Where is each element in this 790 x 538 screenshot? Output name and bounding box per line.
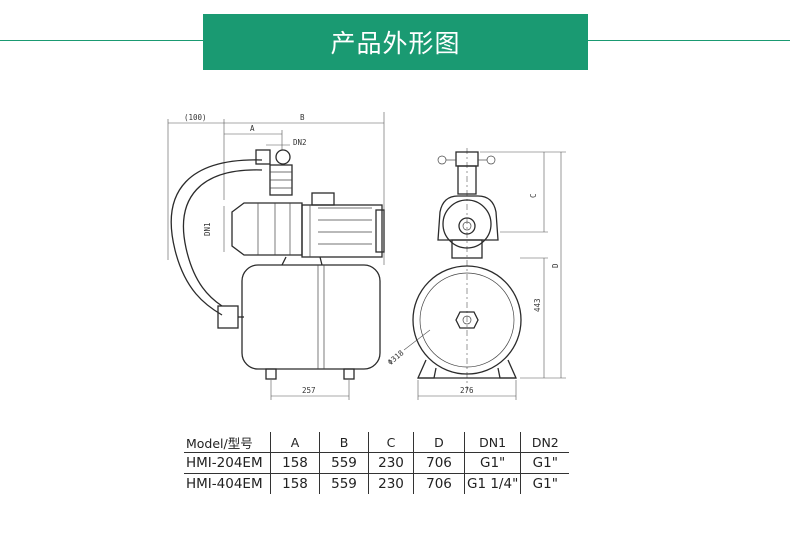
dim-leader-diameter	[403, 329, 431, 351]
title-rule-right	[588, 40, 790, 41]
table-cell: 158	[270, 452, 320, 474]
side-view: (100) B A DN2 DN1	[167, 112, 385, 400]
table-header-cell: A	[270, 432, 320, 453]
tank-outlet	[462, 315, 472, 325]
dim-label-c: C	[529, 193, 538, 198]
table-cell: 230	[368, 473, 414, 494]
motor-foot	[319, 256, 323, 266]
tank-foot	[343, 368, 355, 380]
table-header-cell: Model/型号	[184, 432, 271, 453]
pump-body	[231, 202, 303, 256]
table-cell: 706	[413, 473, 465, 494]
pump-volute	[442, 199, 492, 249]
motor-fan-cover	[375, 209, 385, 253]
table-cell: 559	[319, 452, 369, 474]
table-header-cell: DN2	[520, 432, 570, 453]
pump-foot	[281, 256, 287, 266]
fitting	[255, 149, 271, 165]
tank-inlet-fitting	[217, 305, 239, 329]
table-cell: 559	[319, 473, 369, 494]
pressure-gauge-icon	[275, 149, 291, 165]
hose-outer	[170, 159, 263, 316]
fitting-nut	[437, 155, 447, 165]
table-cell: 158	[270, 473, 320, 494]
table-cell: G1 1/4"	[464, 473, 522, 494]
spec-table: Model/型号 A B C D DN1 DN2 HMI-204EM 158 5…	[184, 432, 570, 494]
terminal-box	[311, 192, 335, 206]
dim-label-dn1: DN1	[203, 222, 212, 236]
table-header-row: Model/型号 A B C D DN1 DN2	[184, 432, 570, 453]
table-header-cell: DN1	[464, 432, 522, 453]
pump-port	[458, 217, 476, 235]
dim-label-b: B	[300, 113, 305, 122]
table-row: HMI-204EM 158 559 230 706 G1" G1"	[184, 452, 570, 474]
table-row: HMI-404EM 158 559 230 706 G1 1/4" G1"	[184, 473, 569, 494]
table-cell: 706	[413, 452, 465, 474]
table-cell: G1"	[520, 452, 570, 474]
dim-label-d: D	[551, 263, 560, 268]
table-cell: G1"	[532, 476, 558, 492]
product-drawing: (100) B A DN2 DN1	[167, 112, 566, 400]
dim-label-height: 443	[533, 298, 542, 312]
dim-label-offset: (100)	[184, 113, 207, 122]
pump-port-inner	[462, 221, 472, 231]
dim-label-dn2: DN2	[293, 138, 307, 147]
dim-label-diameter: Φ318	[386, 348, 406, 367]
table-header-cell: B	[319, 432, 369, 453]
title-rule-left	[0, 40, 203, 41]
tank-outlet-nut	[455, 311, 479, 329]
dim-label-base: 276	[460, 386, 474, 395]
tank-foot	[265, 368, 277, 380]
table-cell-model: HMI-404EM	[184, 473, 271, 494]
dim-label-base: 257	[302, 386, 316, 395]
table-header-cell: D	[413, 432, 465, 453]
front-view: Φ318 C D 443 276	[386, 148, 566, 400]
table-cell: 230	[368, 452, 414, 474]
pump-bracket	[451, 239, 483, 259]
table-cell-model: HMI-204EM	[184, 452, 271, 474]
dim-label-a: A	[250, 124, 255, 133]
pressure-tank	[241, 264, 381, 370]
motor-housing	[301, 204, 383, 258]
hose-inner	[182, 169, 263, 307]
page-title: 产品外形图	[203, 14, 588, 70]
table-header-cell: C	[368, 432, 414, 453]
pump-face	[437, 195, 499, 241]
fitting-nut	[486, 155, 496, 165]
tank-front-inner	[419, 272, 515, 368]
table-cell: G1"	[464, 452, 522, 474]
discharge-pipe-front	[457, 165, 477, 195]
tank-front	[412, 265, 522, 375]
